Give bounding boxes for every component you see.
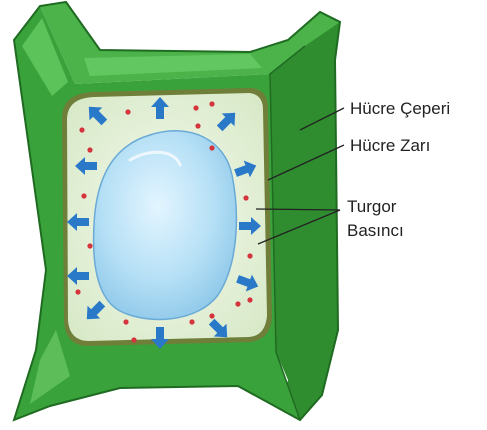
dot-icon [123, 319, 128, 324]
dot-icon [195, 123, 200, 128]
dot-icon [209, 101, 214, 106]
dot-icon [209, 313, 214, 318]
dot-icon [209, 145, 214, 150]
dot-icon [81, 193, 86, 198]
central-vacuole [94, 131, 237, 320]
dot-icon [131, 337, 136, 342]
dot-icon [75, 289, 80, 294]
dot-icon [243, 195, 248, 200]
dot-icon [247, 253, 252, 258]
dot-icon [193, 105, 198, 110]
turgor-label-line2: Basıncı [347, 221, 404, 240]
dot-icon [79, 127, 84, 132]
dot-icon [125, 109, 130, 114]
dot-icon [189, 319, 194, 324]
cell-membrane-label: Hücre Zarı [350, 136, 430, 155]
dot-icon [235, 301, 240, 306]
dot-icon [87, 243, 92, 248]
turgor-label-line1: Turgor [347, 197, 397, 216]
cell-wall-label: Hücre Çeperi [350, 99, 450, 118]
dot-icon [87, 147, 92, 152]
dot-icon [247, 297, 252, 302]
